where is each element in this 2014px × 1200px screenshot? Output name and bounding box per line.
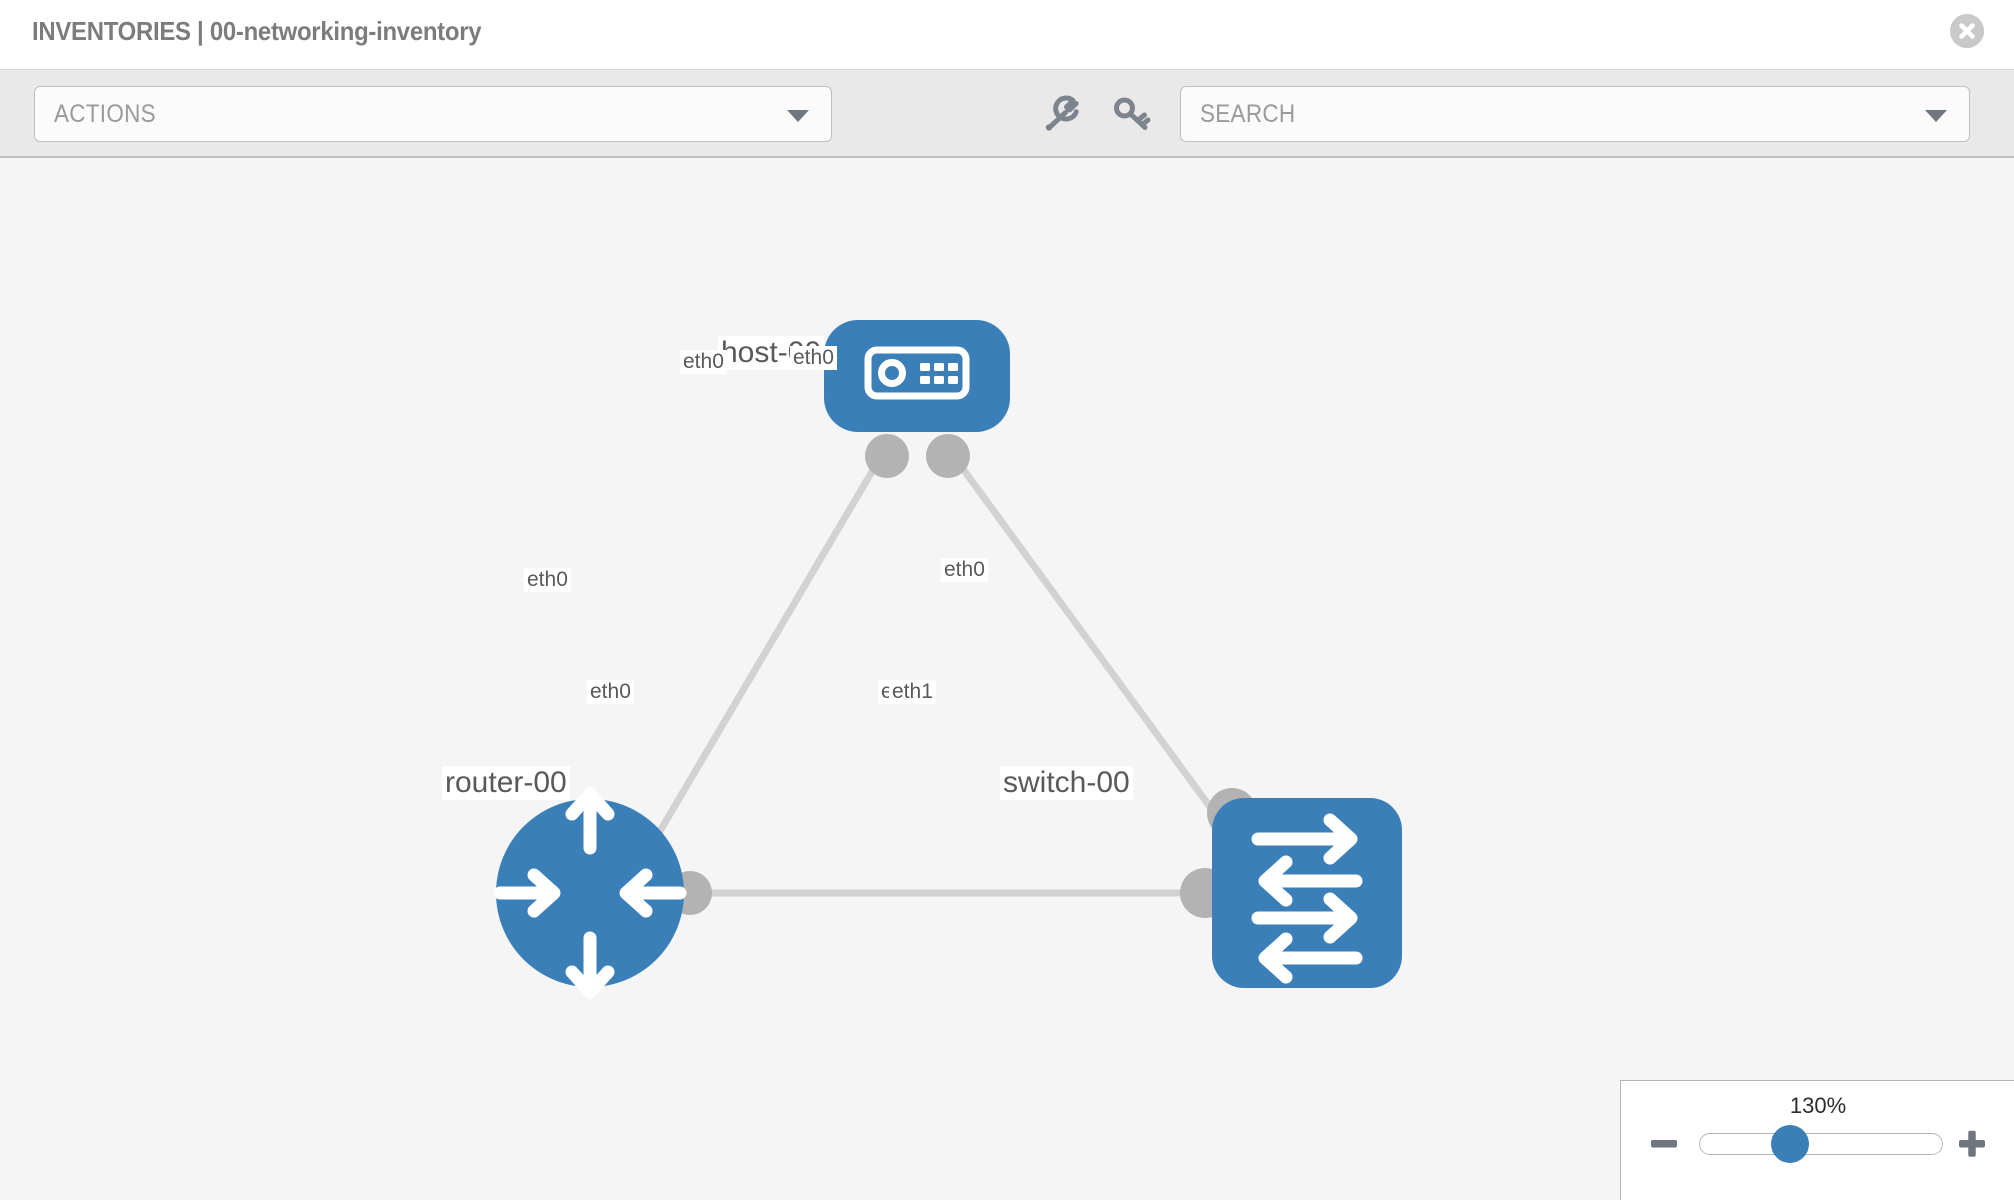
port-host00-right [926, 434, 970, 478]
topology-edges [640, 455, 1250, 897]
node-label-router-00: router-00 [442, 766, 570, 800]
page-title: INVENTORIES | 00-networking-inventory [32, 16, 482, 46]
zoom-slider-track[interactable] [1699, 1133, 1943, 1155]
port-host00-left [865, 434, 909, 478]
interface-label: eth0 [790, 346, 837, 371]
key-icon[interactable] [1110, 92, 1154, 136]
topology-node-host-00 [824, 320, 1010, 432]
server-icon [864, 346, 970, 400]
search-placeholder: SEARCH [1200, 100, 1296, 128]
interface-label: eth0 [941, 558, 988, 583]
actions-dropdown-label: ACTIONS [54, 100, 156, 128]
page-header: INVENTORIES | 00-networking-inventory [0, 0, 2014, 70]
chevron-down-icon [787, 110, 809, 122]
node-label-switch-00: switch-00 [1000, 766, 1133, 800]
topology-node-router-00 [493, 787, 687, 999]
edge-host00-router00 [646, 456, 884, 850]
interface-label: eth0 [680, 350, 727, 375]
topology-canvas[interactable]: host-00 router-00 switch-00 eth0 eth0 et… [0, 158, 2014, 1200]
plus-icon[interactable] [1957, 1129, 1987, 1159]
zoom-level-value: 130% [1789, 1093, 1847, 1118]
interface-label: eth0 [587, 680, 634, 705]
interface-label: eth1 [889, 680, 936, 705]
wrench-icon[interactable] [1040, 92, 1084, 136]
zoom-slider-thumb[interactable] [1771, 1125, 1809, 1163]
switch-arrows-icon [1251, 813, 1363, 984]
toolbar: ACTIONS [0, 70, 2014, 158]
edge-host00-switch00 [952, 455, 1243, 851]
minus-icon[interactable] [1649, 1129, 1679, 1159]
actions-dropdown[interactable]: ACTIONS [34, 86, 832, 142]
zoom-control-panel: 130% [1620, 1080, 2014, 1200]
topology-graph [493, 320, 1402, 999]
chevron-down-icon [1925, 110, 1947, 122]
close-icon[interactable] [1950, 14, 1984, 48]
topology-node-switch-00 [1212, 798, 1402, 988]
router-arrows-icon [493, 787, 687, 999]
interface-label: eth0 [524, 568, 571, 593]
interface-ports [668, 434, 1257, 918]
search-input[interactable]: SEARCH [1180, 86, 1970, 142]
